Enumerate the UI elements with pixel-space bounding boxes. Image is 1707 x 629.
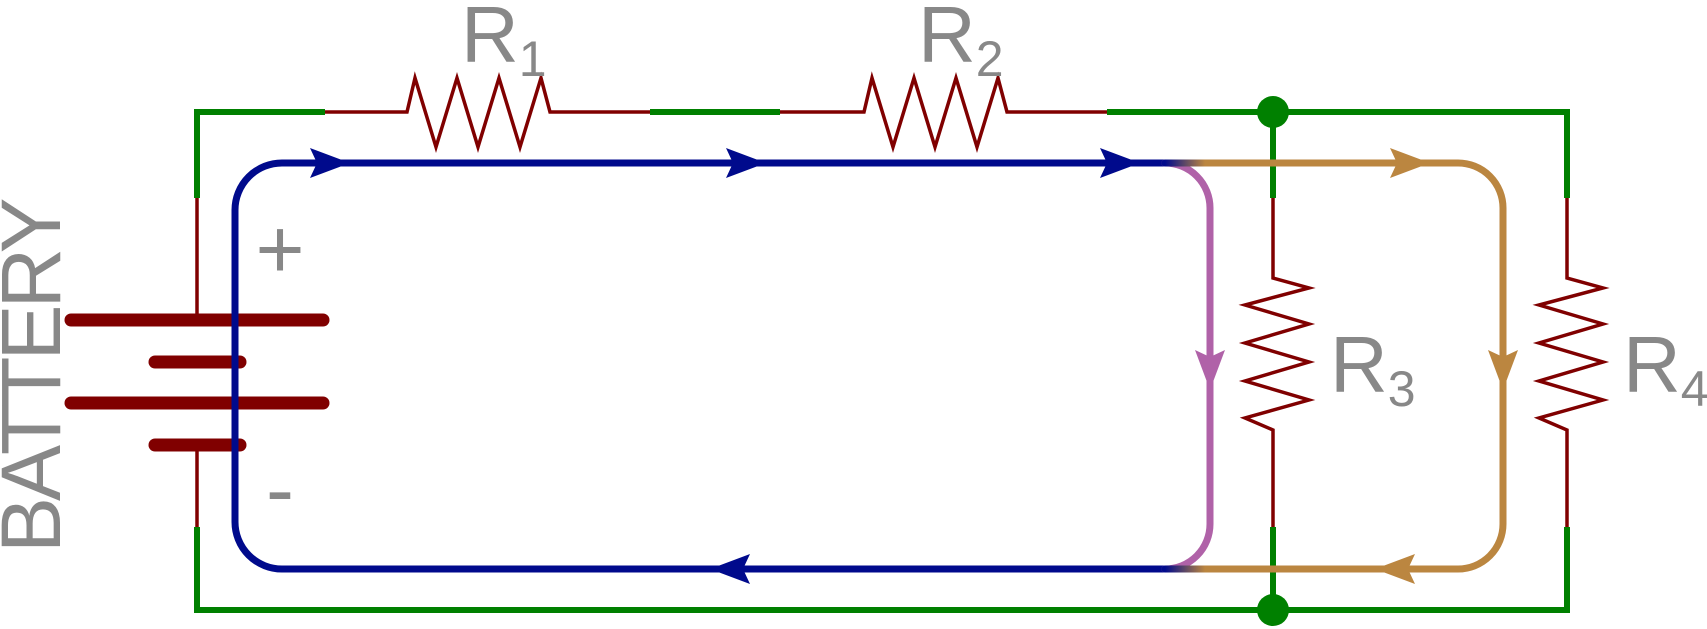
r1-subscript: 1: [519, 31, 547, 87]
r3-label: R3: [1330, 320, 1416, 417]
r3-subscript: 3: [1388, 361, 1416, 417]
arrow-left-icon: [710, 554, 750, 584]
r1-label: R1: [461, 0, 547, 87]
r4-letter: R: [1623, 320, 1681, 409]
resistor-r3: [1238, 198, 1316, 527]
arrow-right-icon: [726, 148, 766, 178]
r4-subscript: 4: [1681, 361, 1707, 417]
arrow-right-icon: [1390, 148, 1430, 178]
battery-label: BATTERY: [0, 198, 78, 553]
resistor-r4: [1532, 198, 1610, 527]
wire-left-top: [194, 109, 325, 198]
arrows: [310, 148, 1518, 584]
wire-bottom: [194, 527, 1570, 613]
arrow-right-icon: [1100, 148, 1140, 178]
r1-letter: R: [461, 0, 519, 79]
current-main-path: [231, 159, 1169, 573]
arrow-down-icon: [1488, 350, 1518, 390]
battery: [64, 313, 330, 452]
junction-node-bottom: [1257, 594, 1289, 626]
arrow-right-icon: [310, 148, 350, 178]
arrow-left-icon: [1375, 554, 1415, 584]
r4-label: R4: [1623, 320, 1707, 417]
current-paths: [231, 159, 1507, 573]
resistor-r1: [325, 71, 650, 154]
r3-letter: R: [1330, 320, 1388, 409]
r2-letter: R: [918, 0, 976, 79]
junction-node-top: [1257, 96, 1289, 128]
r2-label: R2: [918, 0, 1004, 87]
r2-subscript: 2: [976, 31, 1004, 87]
resistors: [195, 71, 1610, 527]
resistor-r2: [780, 71, 1107, 154]
minus-sign: -: [266, 442, 294, 536]
plus-sign: +: [255, 202, 304, 296]
arrow-down-icon: [1195, 350, 1225, 390]
